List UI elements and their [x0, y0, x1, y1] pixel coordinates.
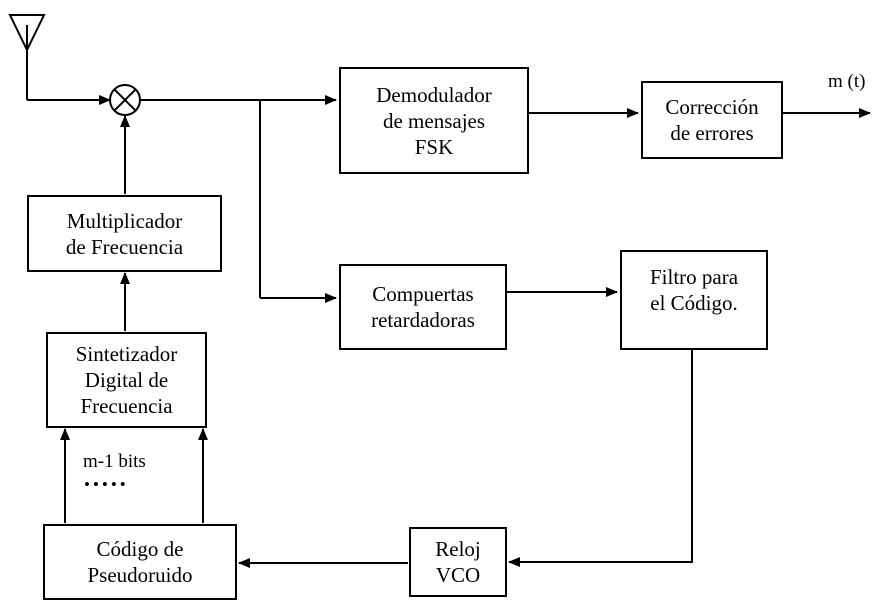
demodulator-line-3: FSK [414, 134, 454, 159]
bits-label: m-1 bits [83, 451, 146, 472]
error-correction-block: Corrección de errores [641, 81, 783, 159]
filter-to-vco-line [508, 350, 693, 567]
delay-gates-line-2: retardadoras [371, 308, 475, 332]
frequency-multiplier-line-2: de Frecuencia [65, 234, 184, 259]
antenna-icon [8, 14, 46, 100]
error-correction-line-2: de errores [670, 121, 754, 145]
error-correction-line-1: Corrección [665, 95, 759, 119]
delay-gates-line-1: Compuertas [372, 282, 474, 306]
bits-dots: ••••• [84, 475, 129, 494]
pn-code-block: Código de Pseudoruido [43, 524, 237, 600]
vco-clock-block: Reloj VCO [409, 527, 507, 597]
demodulator-line-2: de mensajes [382, 108, 486, 133]
code-filter-line-2: el Código. [650, 291, 738, 315]
delay-gates-block: Compuertas retardadoras [339, 264, 507, 350]
mixer-icon [109, 84, 141, 116]
frequency-multiplier-line-1: Multiplicador [66, 208, 183, 233]
frequency-multiplier-block: Multiplicador de Frecuencia [27, 195, 222, 272]
demodulator-line-1: Demodulador [376, 82, 492, 107]
frequency-synthesizer-line-1: Sintetizador [75, 342, 178, 366]
output-label: m (t) [828, 71, 866, 92]
pn-code-line-2: Pseudoruido [87, 563, 193, 587]
pn-code-line-1: Código de [96, 537, 184, 561]
vco-clock-line-2: VCO [435, 563, 481, 587]
vco-clock-line-1: Reloj [435, 537, 481, 561]
demodulator-block: Demodulador de mensajes FSK [339, 67, 529, 174]
frequency-synthesizer-line-2: Digital de [84, 368, 169, 392]
code-filter-line-1: Filtro para [649, 265, 739, 289]
frequency-synthesizer-block: Sintetizador Digital de Frecuencia [46, 332, 207, 428]
frequency-synthesizer-line-3: Frecuencia [80, 394, 173, 418]
code-filter-block: Filtro para el Código. [620, 250, 768, 350]
